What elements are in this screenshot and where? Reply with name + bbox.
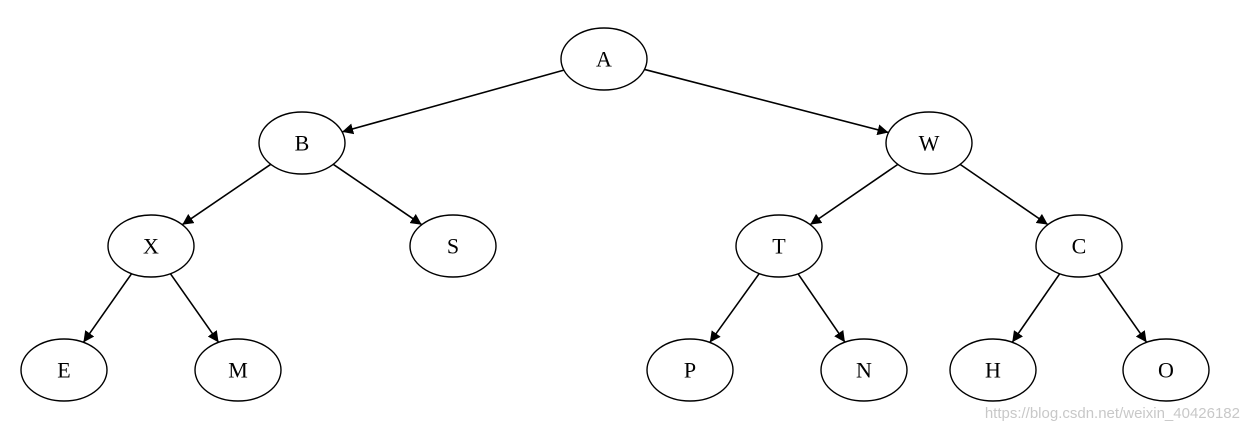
tree-node-e: E <box>20 338 108 402</box>
tree-node-n: N <box>820 338 908 402</box>
edge-b-s <box>332 163 423 226</box>
node-ellipse <box>735 214 823 278</box>
edge-a-b <box>341 69 565 135</box>
tree-node-x: X <box>107 214 195 278</box>
tree-node-h: H <box>949 338 1037 402</box>
edge-c-o <box>1097 273 1148 343</box>
tree-node-s: S <box>409 214 497 278</box>
node-ellipse <box>107 214 195 278</box>
node-label: T <box>772 234 786 259</box>
node-label: W <box>919 131 940 156</box>
tree-node-w: W <box>885 111 973 175</box>
edges-layer <box>82 68 1148 343</box>
edge-b-x <box>181 163 272 226</box>
nodes-layer: A B W X S T C E M P N H O <box>20 27 1210 402</box>
node-label: X <box>143 234 159 259</box>
node-label: P <box>684 358 696 383</box>
edge-a-w <box>644 68 889 136</box>
tree-node-t: T <box>735 214 823 278</box>
edge-x-e <box>82 273 133 343</box>
edge-t-n <box>797 273 846 343</box>
node-ellipse <box>1035 214 1123 278</box>
tree-node-o: O <box>1122 338 1210 402</box>
node-ellipse <box>20 338 108 402</box>
node-ellipse <box>409 214 497 278</box>
node-label: S <box>447 234 459 259</box>
node-label: C <box>1072 234 1087 259</box>
node-ellipse <box>820 338 908 402</box>
node-label: E <box>57 358 70 383</box>
node-label: A <box>596 47 612 72</box>
edge-c-h <box>1011 273 1061 343</box>
node-ellipse <box>258 111 346 175</box>
tree-node-b: B <box>258 111 346 175</box>
node-label: N <box>856 358 872 383</box>
edge-w-t <box>809 163 899 226</box>
node-ellipse <box>1122 338 1210 402</box>
tree-node-c: C <box>1035 214 1123 278</box>
node-label: H <box>985 358 1001 383</box>
node-label: B <box>295 131 310 156</box>
node-ellipse <box>194 338 282 402</box>
node-ellipse <box>885 111 973 175</box>
tree-node-a: A <box>560 27 648 91</box>
node-ellipse <box>949 338 1037 402</box>
edge-w-c <box>959 163 1049 226</box>
tree-node-p: P <box>646 338 734 402</box>
node-ellipse <box>560 27 648 91</box>
edge-x-m <box>169 273 220 343</box>
edge-t-p <box>709 273 760 343</box>
node-label: O <box>1158 358 1174 383</box>
watermark: https://blog.csdn.net/weixin_40426182 <box>984 405 1240 422</box>
tree-node-m: M <box>194 338 282 402</box>
node-ellipse <box>646 338 734 402</box>
node-label: M <box>228 358 248 383</box>
